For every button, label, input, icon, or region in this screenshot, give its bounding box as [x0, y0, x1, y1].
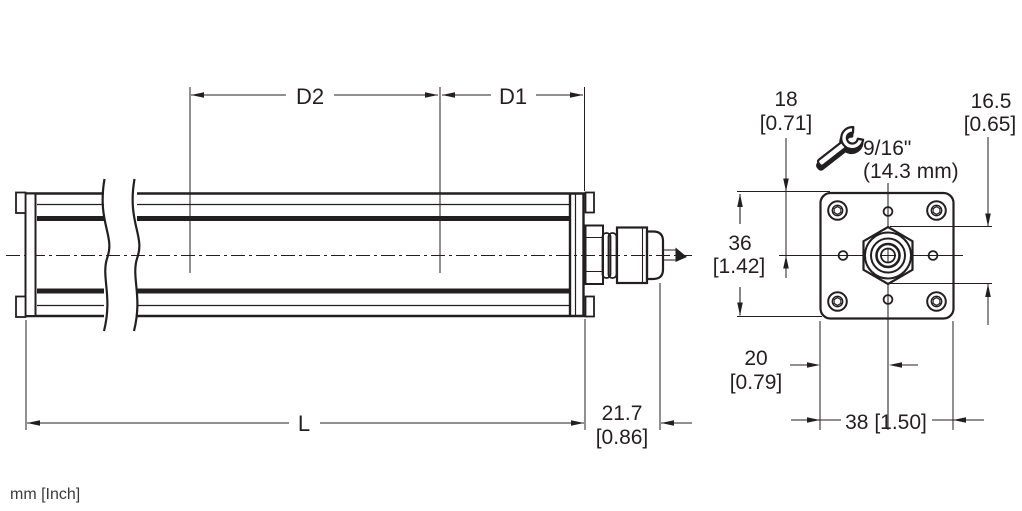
connector-hex-nut	[584, 224, 604, 285]
end-view	[779, 183, 963, 430]
connector-ring	[601, 232, 612, 279]
dim-36-mm-label: 36	[728, 232, 752, 255]
wrench-icon	[816, 126, 865, 171]
connector-dome	[645, 230, 665, 281]
dim-38	[791, 321, 984, 430]
flange-centerlines	[779, 183, 963, 430]
dim-20-mm-label: 20	[744, 347, 768, 370]
dim-l-label: L	[297, 411, 311, 436]
dim-18-inch-label: [0.71]	[759, 112, 813, 135]
dim-36-inch-label: [1.42]	[712, 255, 766, 278]
dim-16-5-inch-label: [0.65]	[963, 113, 1017, 136]
connector	[584, 224, 687, 285]
dimension-lines	[25, 87, 992, 430]
end-cap-right	[568, 191, 595, 318]
units-note: mm [Inch]	[10, 486, 81, 503]
dim-d2-label: D2	[295, 84, 325, 109]
connector-end-view	[862, 225, 914, 286]
body-profile	[16, 192, 586, 318]
dim-d1-label: D1	[498, 84, 528, 109]
wrench-size-label: 9/16"	[863, 137, 912, 160]
dim-21-7-mm-label: 21.7	[601, 402, 643, 425]
dim-16-5-mm-label: 16.5	[970, 90, 1012, 113]
dim-38-label: 38 [1.50]	[845, 411, 927, 434]
dim-16-5	[890, 137, 992, 325]
hex-nut-outline	[862, 225, 914, 286]
dim-18	[737, 138, 830, 278]
dim-d1	[442, 87, 585, 191]
end-cap-left	[15, 191, 37, 318]
side-view	[6, 178, 692, 332]
connector-pin	[675, 247, 687, 262]
dim-20	[790, 321, 918, 430]
dim-l	[25, 319, 586, 430]
wrench-metric-label: (14.3 mm)	[863, 160, 959, 183]
dim-21-7	[659, 283, 692, 430]
break-lines	[101, 178, 141, 332]
dim-20-inch-label: [0.79]	[729, 371, 783, 394]
dim-d2	[189, 87, 441, 273]
dim-36	[737, 194, 822, 317]
dim-18-mm-label: 18	[774, 88, 798, 111]
dim-21-7-inch-label: [0.86]	[595, 426, 649, 449]
